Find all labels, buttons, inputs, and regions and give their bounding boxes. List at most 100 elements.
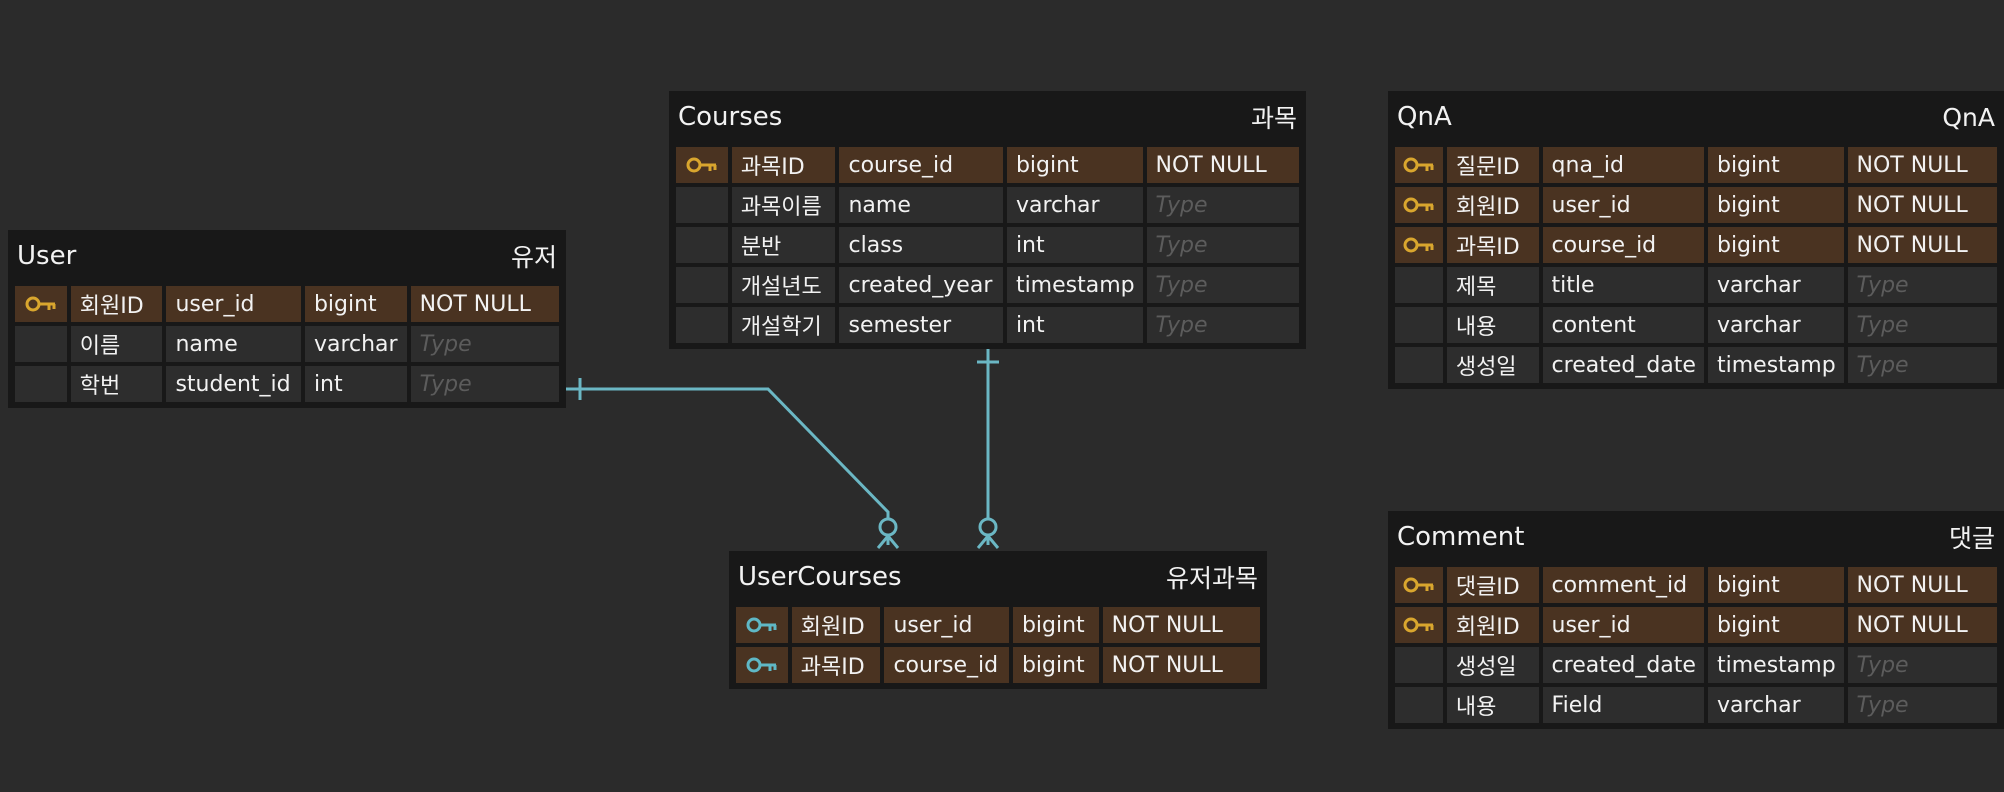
column-row[interactable]: 과목이름 name varchar Type [676,187,1299,223]
column-row[interactable]: 생성일 created_date timestamp Type [1395,647,1998,683]
column-type: bigint [1707,147,1844,183]
column-type: bigint [304,286,407,322]
many-marker [986,535,1000,549]
column-type: int [1006,307,1143,343]
column-logical-name: 질문ID [1446,147,1539,183]
column-logical-name: 생성일 [1446,347,1539,383]
column-option: Type [1847,347,1998,383]
column-icon-slot [15,326,67,362]
entity-name: Courses [678,102,783,132]
column-type: bigint [1012,647,1099,683]
column-type: bigint [1707,227,1844,263]
column-option: NOT NULL [1847,187,1998,223]
column-row[interactable]: 질문ID qna_id bigint NOT NULL [1395,147,1998,183]
column-name: user_id [884,607,1009,643]
column-icon-slot [15,366,67,402]
column-row[interactable]: 과목ID course_id bigint NOT NULL [736,647,1260,683]
column-name: course_id [839,147,1003,183]
column-name: course_id [1542,227,1704,263]
column-row[interactable]: 회원ID user_id bigint NOT NULL [1395,187,1998,223]
column-type: bigint [1707,567,1844,603]
entity-qna[interactable]: QnA QnA 질문ID qna_id bigint NOT NULL 회원ID… [1388,91,2004,389]
column-row[interactable]: 회원ID user_id bigint NOT NULL [736,607,1260,643]
column-icon-slot [1395,347,1443,383]
zero-marker [878,517,898,537]
entity-header[interactable]: Courses 과목 [676,91,1299,143]
entity-courses[interactable]: Courses 과목 과목ID course_id bigint NOT NUL… [669,91,1306,349]
column-logical-name: 과목ID [1446,227,1539,263]
column-icon-slot [676,187,728,223]
entity-header[interactable]: Comment 댓글 [1395,511,1997,563]
column-option: Type [1847,267,1998,303]
column-option: NOT NULL [1847,227,1998,263]
primary-key-icon [1395,227,1443,263]
column-row[interactable]: 내용 content varchar Type [1395,307,1998,343]
primary-key-icon [15,286,67,322]
column-row[interactable]: 회원ID user_id bigint NOT NULL [15,286,559,322]
column-logical-name: 회원ID [791,607,881,643]
column-name: user_id [1542,187,1704,223]
column-type: bigint [1707,187,1844,223]
column-icon-slot [1395,647,1443,683]
column-row[interactable]: 생성일 created_date timestamp Type [1395,347,1998,383]
column-name: created_date [1542,647,1704,683]
column-row[interactable]: 개설학기 semester int Type [676,307,1299,343]
entity-comment[interactable]: Comment 댓글 댓글ID comment_id bigint NOT NU… [1388,511,2004,729]
column-type: varchar [1707,307,1844,343]
foreign-key-icon [736,607,788,643]
entity-user[interactable]: User 유저 회원ID user_id bigint NOT NULL 이름 … [8,230,566,408]
primary-key-icon [1395,607,1443,643]
column-logical-name: 과목이름 [731,187,836,223]
column-option: Type [1146,227,1299,263]
entity-logical-name: 과목 [1250,104,1297,133]
column-row[interactable]: 과목ID course_id bigint NOT NULL [676,147,1299,183]
column-row[interactable]: 내용 Field varchar Type [1395,687,1998,723]
column-row[interactable]: 분반 class int Type [676,227,1299,263]
entity-header[interactable]: QnA QnA [1395,91,1997,143]
column-logical-name: 학번 [70,366,163,402]
column-logical-name: 분반 [731,227,836,263]
column-type: bigint [1006,147,1143,183]
column-row[interactable]: 과목ID course_id bigint NOT NULL [1395,227,1998,263]
column-icon-slot [1395,307,1443,343]
entity-header[interactable]: UserCourses 유저과목 [736,551,1260,603]
column-type: bigint [1707,607,1844,643]
column-icon-slot [676,267,728,303]
column-option: Type [1847,687,1998,723]
entity-logical-name: 유저과목 [1165,564,1258,593]
column-row[interactable]: 제목 title varchar Type [1395,267,1998,303]
entity-logical-name: QnA [1942,102,1995,132]
column-option: Type [1146,187,1299,223]
many-marker [976,535,990,549]
column-type: varchar [304,326,407,362]
column-logical-name: 이름 [70,326,163,362]
column-name: name [166,326,301,362]
column-row[interactable]: 학번 student_id int Type [15,366,559,402]
column-logical-name: 내용 [1446,687,1539,723]
entity-usercourses[interactable]: UserCourses 유저과목 회원ID user_id bigint NOT… [729,551,1267,689]
entity-header[interactable]: User 유저 [15,230,559,282]
primary-key-icon [1395,567,1443,603]
foreign-key-icon [736,647,788,683]
column-option: Type [1146,267,1299,303]
relation-user-usercourses[interactable] [566,387,890,545]
column-icon-slot [676,307,728,343]
entity-name: Comment [1397,522,1525,552]
column-logical-name: 댓글ID [1446,567,1539,603]
column-option: Type [410,366,559,402]
column-logical-name: 제목 [1446,267,1539,303]
column-icon-slot [676,227,728,263]
column-row[interactable]: 댓글ID comment_id bigint NOT NULL [1395,567,1998,603]
column-row[interactable]: 개설년도 created_year timestamp Type [676,267,1299,303]
column-name: class [839,227,1003,263]
many-marker [886,535,900,549]
column-row[interactable]: 이름 name varchar Type [15,326,559,362]
column-row[interactable]: 회원ID user_id bigint NOT NULL [1395,607,1998,643]
column-option: NOT NULL [1102,647,1260,683]
primary-key-icon [676,147,728,183]
entity-logical-name: 댓글 [1948,524,1995,553]
column-option: NOT NULL [1847,147,1998,183]
column-name: semester [839,307,1003,343]
column-option: NOT NULL [1102,607,1260,643]
